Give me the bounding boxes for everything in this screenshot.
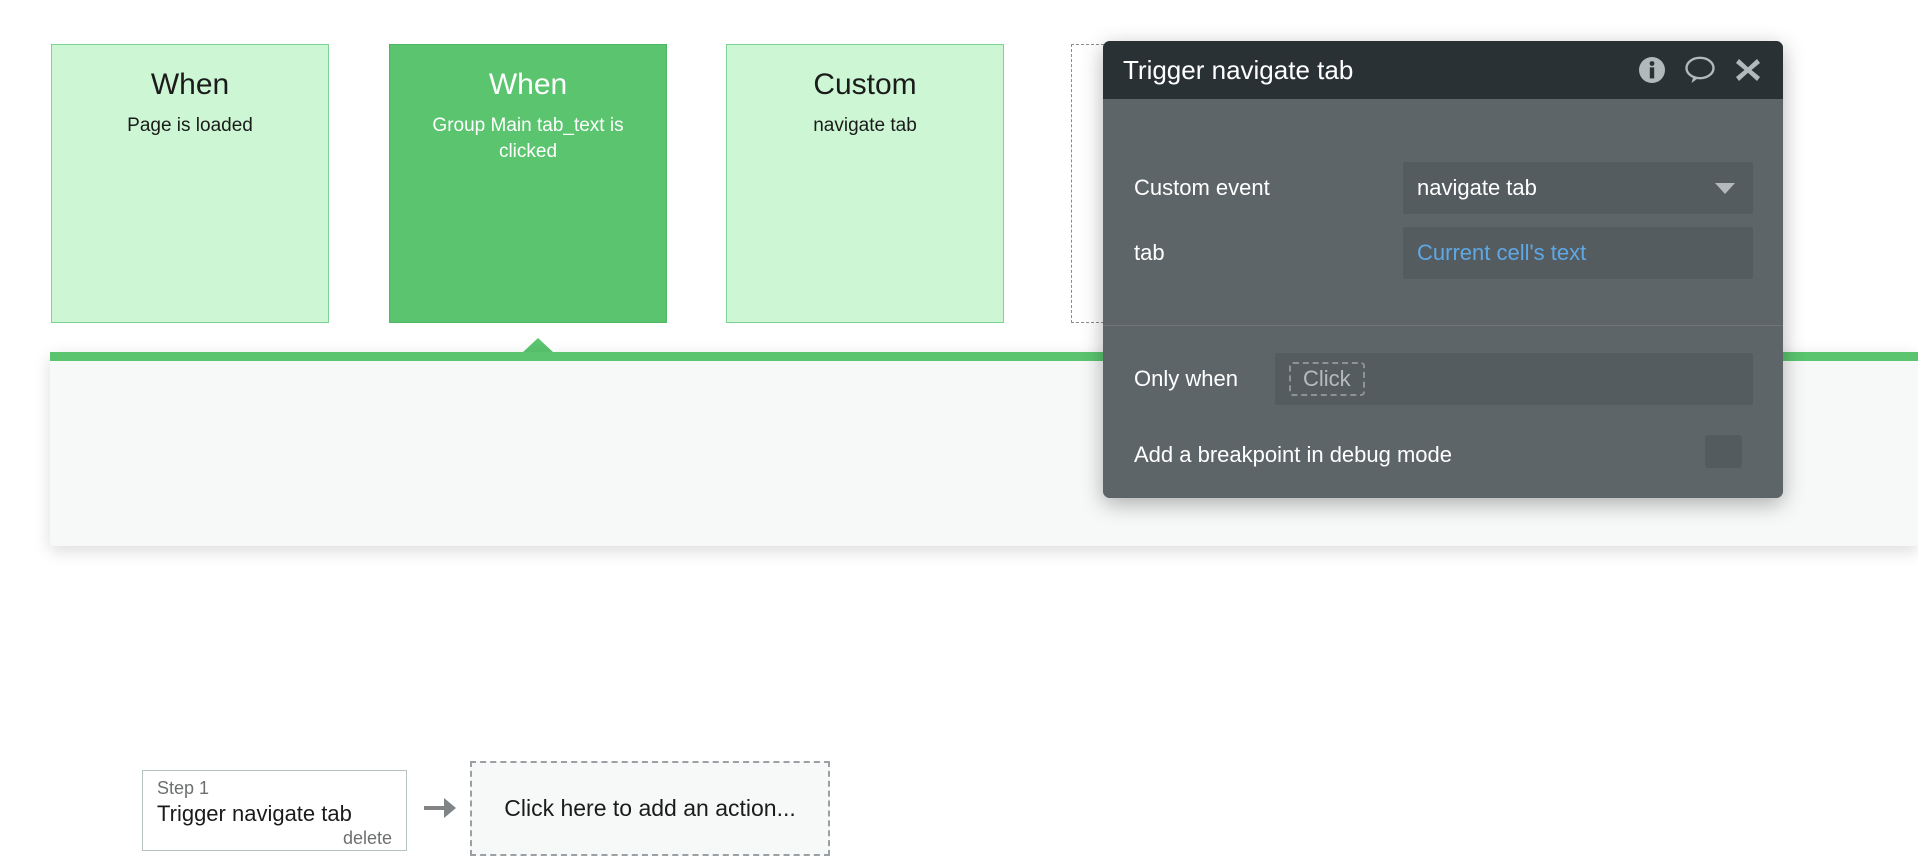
- add-action-button[interactable]: Click here to add an action...: [470, 761, 830, 856]
- custom-event-label: Custom event: [1134, 175, 1270, 200]
- custom-event-value: navigate tab: [1417, 175, 1537, 200]
- custom-event-dropdown[interactable]: navigate tab: [1403, 162, 1753, 214]
- breakpoint-row: Add a breakpoint in debug mode: [1103, 429, 1783, 481]
- step-number-label: Step 1: [157, 778, 210, 798]
- property-editor-panel: Trigger navigate tab Custom event na: [1103, 41, 1783, 498]
- only-when-input[interactable]: Click: [1275, 353, 1753, 405]
- workflow-step-1[interactable]: Step 1 Trigger navigate tab delete: [142, 770, 407, 851]
- only-when-chip[interactable]: Click: [1289, 362, 1365, 396]
- only-when-label: Only when: [1134, 366, 1238, 391]
- step-action-title: Trigger navigate tab: [157, 801, 352, 826]
- tab-parameter-row: tab: [1103, 227, 1783, 279]
- tab-parameter-input[interactable]: Current cell's text: [1403, 227, 1753, 279]
- tab-parameter-label: tab: [1134, 240, 1165, 265]
- arrow-right-icon: [423, 793, 457, 823]
- property-panel-header: Trigger navigate tab: [1103, 41, 1783, 99]
- step-delete-link[interactable]: delete: [342, 828, 392, 848]
- comment-icon[interactable]: [1683, 53, 1717, 87]
- tab-parameter-value: Current cell's text: [1417, 240, 1587, 265]
- info-icon[interactable]: [1635, 53, 1669, 87]
- event-card-subtitle: Group Main tab_text is clicked: [432, 115, 624, 162]
- event-card-title: When: [150, 68, 230, 101]
- breakpoint-label: Add a breakpoint in debug mode: [1134, 442, 1453, 467]
- breakpoint-checkbox[interactable]: [1705, 435, 1742, 468]
- panel-section-divider: [1103, 325, 1783, 326]
- add-action-label: Click here to add an action...: [504, 795, 796, 821]
- custom-event-row: Custom event: [1103, 162, 1783, 214]
- property-panel-title: Trigger navigate tab: [1123, 54, 1354, 85]
- event-card-custom-navigate-tab[interactable]: Custom navigate tab: [726, 44, 1004, 323]
- close-icon[interactable]: [1731, 53, 1765, 87]
- event-card-title: Custom: [813, 68, 917, 101]
- event-card-subtitle: navigate tab: [813, 115, 917, 136]
- event-card-subtitle: Page is loaded: [127, 115, 253, 136]
- chevron-down-icon: [1715, 182, 1735, 194]
- event-card-page-is-loaded[interactable]: When Page is loaded: [51, 44, 329, 323]
- workflow-pointer-arrow: [522, 338, 554, 353]
- only-when-row: Only when: [1103, 353, 1783, 405]
- event-card-group-main-tab-text-clicked[interactable]: When Group Main tab_text is clicked: [389, 44, 667, 323]
- event-card-title: When: [488, 68, 568, 101]
- property-panel-body: Custom event navigate tab tab Current ce…: [1103, 99, 1783, 498]
